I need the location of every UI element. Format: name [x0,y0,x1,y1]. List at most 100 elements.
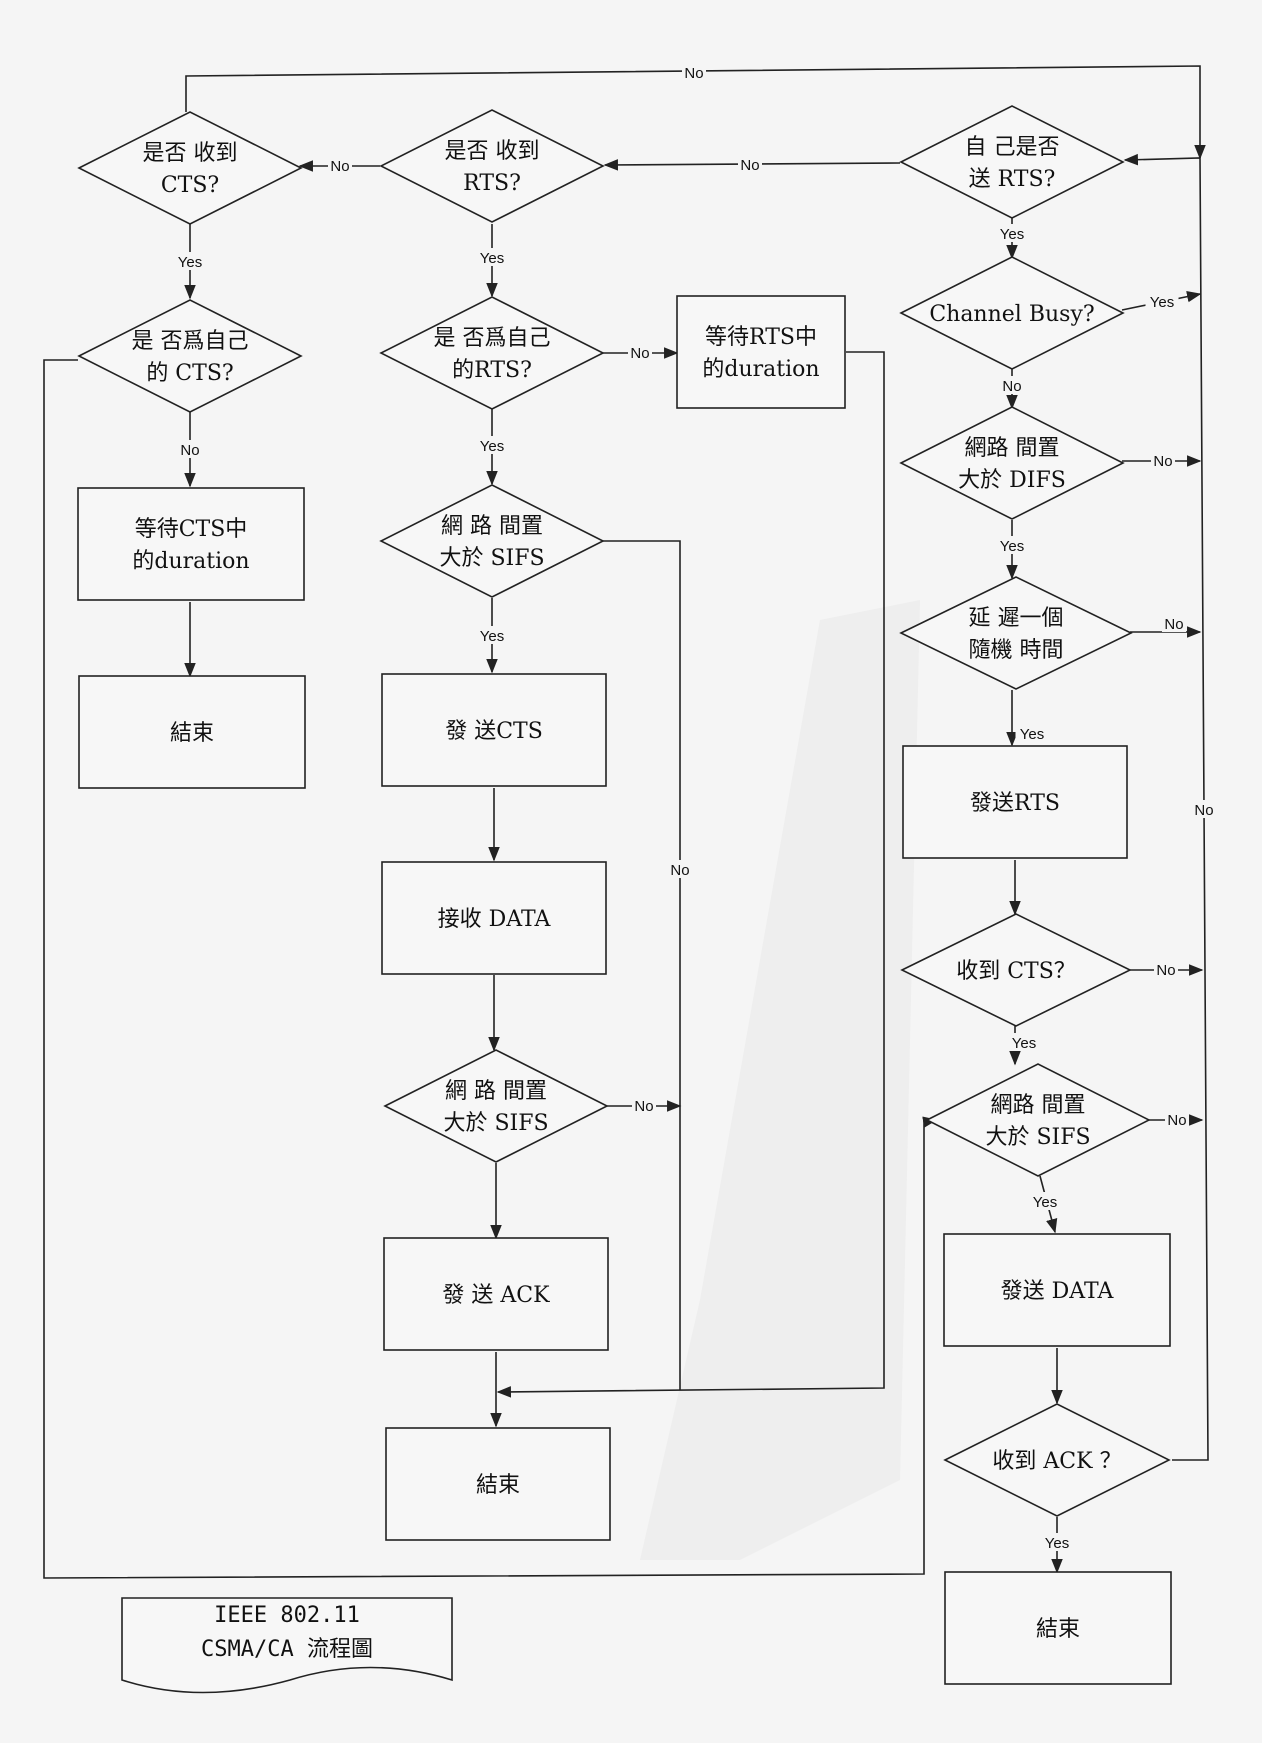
node-p-send-data: 發送 DATA [943,1233,1171,1347]
edge-label-text: Yes [1000,538,1024,555]
edge-label-bg [328,156,352,174]
edge-label-lbl-sifs1-yes: Yes [475,626,509,645]
edge-label-bg [475,626,509,644]
node-text-line: 發送RTS [970,791,1060,816]
process-box [385,1427,611,1541]
process-box [943,1233,1171,1347]
edge-label-lbl-owncts-no: No [178,440,202,459]
node-text-line: 是否 收到 [445,139,540,164]
edge-label-text: Yes [1012,1035,1036,1052]
edge-label-text: Yes [480,438,504,455]
node-text-line: 等待RTS中 [705,325,817,350]
edge-label-lbl-ownrts-no: No [628,343,652,362]
edge-label-text: Yes [1020,726,1044,743]
edge-label-bg [1040,1533,1074,1551]
node-p-recv-data: 接收 DATA [381,861,607,975]
scan-smudge [640,600,920,1560]
edge-label-bg [1145,292,1179,310]
process-box [383,1237,609,1351]
edge-label-lbl-difs-no: No [1151,451,1175,470]
node-text-line: 結束 [476,1473,520,1498]
caption-line2: CSMA/CA 流程圖 [201,1637,373,1662]
edge-label-bg [995,536,1029,554]
node-text-line: RTS? [463,171,521,196]
decision-diamond [379,484,605,598]
process-box [902,745,1128,859]
edge-label-text: No [740,157,759,174]
edge-label-bg [1007,1033,1041,1051]
node-t-end-left: 結束 [78,675,306,789]
decision-diamond [77,111,303,225]
edge-label-lbl-top-no: No [682,63,706,82]
process-box [77,487,305,601]
edge-label-lbl-rts-no: No [738,155,762,174]
node-text-line: 網路 間置 [965,436,1060,461]
node-text-line: CTS? [161,173,219,198]
edge-label-text: No [1153,453,1172,470]
edge-label-lbl-sifsr-yes: Yes [1028,1192,1062,1211]
node-text-line: 收到 CTS？ [956,959,1076,984]
node-d-recv-rts: 是否 收到 RTS? [379,109,605,223]
node-text-line: 隨機 時間 [969,638,1064,663]
node-text-line: 發 送 ACK [442,1283,550,1308]
edge-label-text: No [1002,378,1021,395]
node-text-line: 大於 DIFS [958,468,1066,493]
edge-label-lbl-busy-yes: Yes [1145,292,1179,311]
decision-diamond [899,105,1125,219]
edge-label-bg [628,343,652,361]
edge-label-bg [475,248,509,266]
node-text-line: 大於 SIFS [985,1125,1090,1150]
node-text-line: 的duration [702,357,819,382]
node-d-recv-cts-left: 是否 收到 CTS? [77,111,303,225]
edge-label-lbl-sifs1-no: No [668,860,692,879]
edge-label-bg [632,1096,656,1114]
edge-label-bg [475,436,509,454]
edge-label-lbl-recvrts-yes: Yes [475,248,509,267]
process-box [78,675,306,789]
node-t-end-mid: 結束 [385,1427,611,1541]
edge-label-text: No [1167,1112,1186,1129]
edge-label-bg [682,63,706,81]
node-p-send-rts: 發送RTS [902,745,1128,859]
edge-label-lbl-busy-no: No [1000,376,1024,395]
decision-diamond [383,1049,609,1163]
edge-label-text: No [634,1098,653,1115]
edge-label-bg [738,155,762,173]
edge-label-lbl-delay-yes: Yes [1015,724,1049,743]
edge-label-bg [1000,376,1024,394]
node-text-line: 網 路 間置 [441,514,543,539]
decision-diamond [899,406,1125,520]
edge-label-bg [1151,451,1175,469]
node-p-send-ack: 發 送 ACK [383,1237,609,1351]
edge-label-lbl-recvcts-yes: Yes [1007,1033,1041,1052]
edge-label-bg [995,224,1029,242]
process-box [381,861,607,975]
decision-diamond [77,299,303,413]
node-text-line: 大於 SIFS [439,546,544,571]
node-d-channel-busy: Channel Busy? [899,256,1125,370]
edge-label-text: No [684,65,703,82]
edge-label-lbl-ownrts-yes: Yes [475,436,509,455]
edge-label-lbl-sifs2-no: No [632,1096,656,1115]
decision-diamond [379,109,605,223]
decision-diamond [943,1403,1171,1517]
edge-label-text: No [630,345,649,362]
node-text-line: 送 RTS? [969,167,1056,192]
edge-label-lbl-difs-yes: Yes [995,536,1029,555]
caption-line1: IEEE 802.11 [214,1603,360,1628]
edge-label-text: No [670,862,689,879]
edge-label-text: No [1156,962,1175,979]
node-text-line: 發送 DATA [1001,1279,1115,1304]
node-text-line: 是否 收到 [143,141,238,166]
node-d-recv-ack: 收到 ACK ？ [943,1403,1171,1517]
decision-diamond [899,256,1125,370]
node-text-line: 的RTS? [452,358,532,383]
node-text-line: 網路 間置 [991,1093,1086,1118]
node-text-line: 結束 [170,721,214,746]
edge-label-lbl-right-no: No [1192,800,1216,819]
